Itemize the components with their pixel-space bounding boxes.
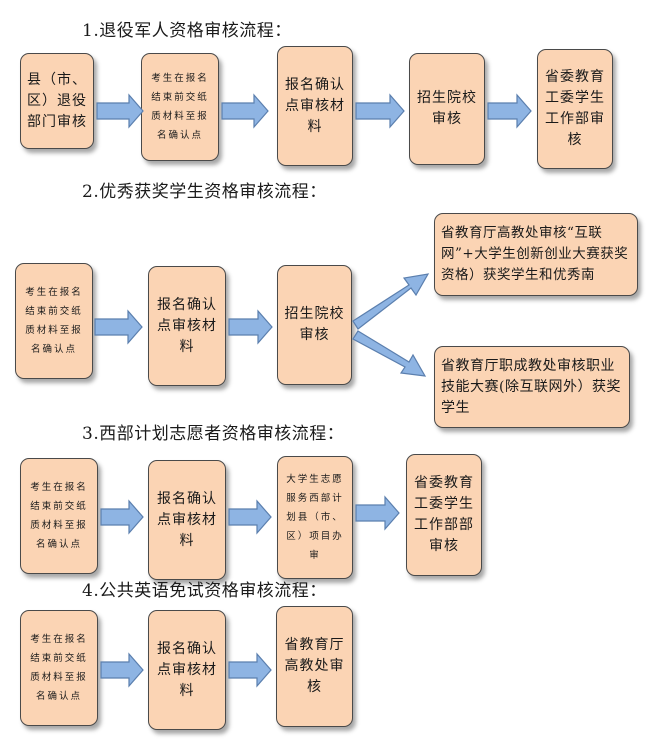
- section-4-heading: 4.公共英语免试资格审核流程：: [82, 581, 327, 601]
- s2-box-3-text: 招生院校审核: [284, 306, 345, 343]
- arrow-s1-1: [96, 93, 144, 129]
- s3-submit-materials-box: 考生在报名结束前交纸质材料至报名确认点: [20, 458, 98, 574]
- s1-confirm-point-box: 报名确认点审核材料: [277, 46, 353, 166]
- section-2-heading: 2.优秀获奖学生资格审核流程：: [82, 182, 327, 202]
- s3-west-project-office-box: 大学生志愿服务西部计划县（市、区）项目办审: [277, 456, 353, 579]
- s3-box-3-text: 大学生志愿服务西部计划县（市、区）项目办审: [286, 474, 344, 561]
- s4-submit-materials-box: 考生在报名结束前交纸质材料至报名确认点: [20, 610, 98, 726]
- s1-box-4-text: 招生院校审核: [417, 90, 477, 127]
- arrow-s2-up: [352, 273, 430, 330]
- s1-box-5-text: 省委教育工委学生工作部审核: [545, 69, 605, 148]
- arrow-s2-1: [94, 309, 143, 345]
- s2-submit-materials-box: 考生在报名结束前交纸质材料至报名确认点: [15, 263, 93, 379]
- s1-provincial-dept-box: 省委教育工委学生工作部审核: [537, 49, 613, 169]
- arrow-s1-2: [221, 93, 269, 129]
- arrow-s3-1: [100, 499, 144, 535]
- s1-box-3-text: 报名确认点审核材料: [285, 76, 345, 135]
- s1-submit-materials-box: 考生在报名结束前交纸质材料至报名确认点: [141, 53, 219, 161]
- s2-vocational-dept-box: 省教育厅职成教处审核职业技能大赛(除互联网外）获奖学生: [434, 346, 630, 428]
- s4-box-1-text: 考生在报名结束前交纸质材料至报名确认点: [30, 634, 88, 702]
- s2-box-4-text: 省教育厅高教处审核“互联网”+大学生创新创业大赛获奖资格）获奖学生和优秀南: [441, 225, 629, 283]
- arrow-s3-3: [355, 495, 400, 531]
- s4-confirm-point-box: 报名确认点审核材料: [148, 610, 226, 730]
- section-1-heading: 1.退役军人资格审核流程：: [82, 21, 292, 41]
- s4-box-3-text: 省教育厅高教处审核: [284, 637, 345, 695]
- s1-college-box: 招生院校审核: [409, 53, 485, 165]
- s2-box-5-text: 省教育厅职成教处审核职业技能大赛(除互联网外）获奖学生: [441, 357, 621, 416]
- s2-college-box: 招生院校审核: [277, 265, 352, 385]
- section-3-heading: 3.西部计划志愿者资格审核流程：: [82, 424, 345, 444]
- s3-box-4-text: 省委教育工委学生工作部部审核: [414, 475, 474, 554]
- s3-box-1-text: 考生在报名结束前交纸质材料至报名确认点: [30, 482, 88, 550]
- s4-higher-edu-dept-box: 省教育厅高教处审核: [276, 606, 353, 727]
- s4-box-2-text: 报名确认点审核材料: [157, 640, 217, 699]
- arrow-s4-1: [100, 652, 144, 688]
- arrow-s1-4: [487, 93, 532, 129]
- s2-box-2-text: 报名确认点审核材料: [157, 296, 217, 355]
- s3-box-2-text: 报名确认点审核材料: [157, 490, 217, 549]
- arrow-s2-down: [352, 330, 427, 377]
- s3-provincial-dept-box: 省委教育工委学生工作部部审核: [406, 454, 482, 576]
- s1-box-1-text: 县（市、区）退役部门审核: [27, 71, 87, 130]
- s2-higher-edu-dept-box: 省教育厅高教处审核“互联网”+大学生创新创业大赛获奖资格）获奖学生和优秀南: [434, 213, 638, 296]
- s1-veterans-dept-box: 县（市、区）退役部门审核: [20, 53, 94, 149]
- s2-confirm-point-box: 报名确认点审核材料: [148, 266, 226, 386]
- arrow-s3-2: [228, 499, 272, 535]
- arrow-s2-2: [228, 309, 273, 345]
- arrow-s1-3: [355, 93, 405, 129]
- s3-confirm-point-box: 报名确认点审核材料: [148, 460, 226, 580]
- s1-box-2-text: 考生在报名结束前交纸质材料至报名确认点: [151, 73, 209, 141]
- arrow-s4-2: [228, 652, 272, 688]
- s2-box-1-text: 考生在报名结束前交纸质材料至报名确认点: [25, 287, 83, 355]
